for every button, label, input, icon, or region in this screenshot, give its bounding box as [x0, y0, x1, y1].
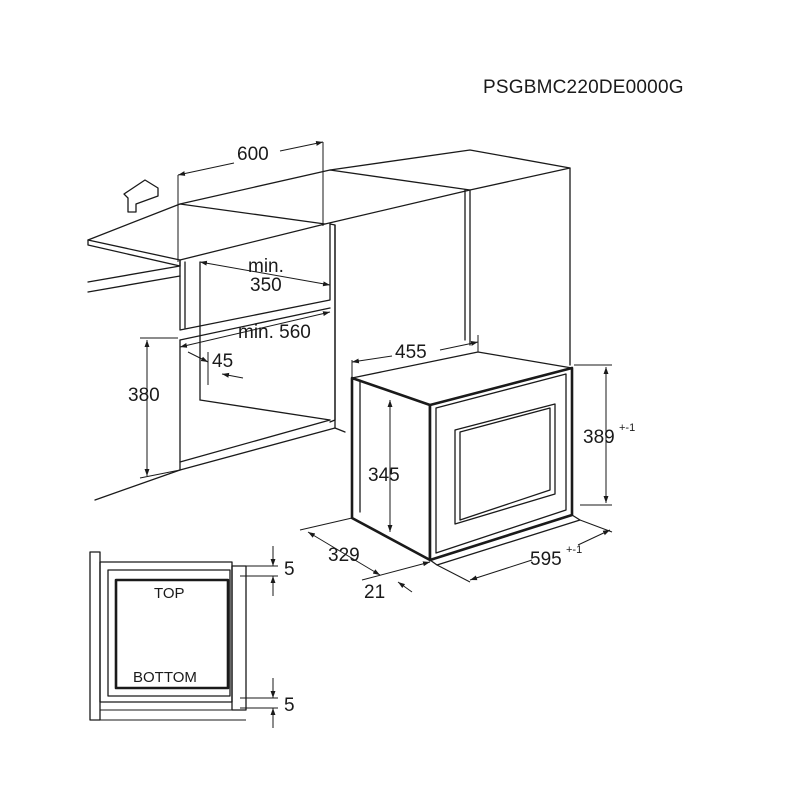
arrow-up-icon: [123, 179, 159, 213]
appliance-height-tolerance: +-1: [619, 422, 635, 434]
appliance-dimensions: [299, 335, 613, 593]
side-view-top-label: TOP: [154, 585, 185, 602]
side-view: [89, 546, 278, 728]
appliance-body: [350, 351, 581, 566]
niche-min-depth-label: 350: [250, 275, 282, 296]
appliance-body-height-label: 345: [368, 465, 400, 486]
niche-width-label: 600: [237, 144, 269, 165]
niche-min-depth2-label: min. 560: [238, 322, 311, 343]
niche-dimensions: [139, 141, 331, 479]
side-view-gap-bottom-label: 5: [284, 695, 295, 716]
appliance-depth-label: 455: [395, 342, 427, 363]
niche-min-label: min.: [248, 256, 284, 277]
model-code: PSGBMC220DE0000G: [483, 77, 684, 98]
appliance-front-thickness-label: 21: [364, 582, 385, 603]
appliance-height-label: 389: [583, 427, 615, 448]
niche-vent-gap-label: 45: [212, 351, 233, 372]
side-view-gap-top-label: 5: [284, 559, 295, 580]
appliance-width-label: 595: [530, 549, 562, 570]
niche-height-label: 380: [128, 385, 160, 406]
appliance-body-depth-label: 329: [328, 545, 360, 566]
side-view-bottom-label: BOTTOM: [133, 669, 197, 686]
appliance-width-tolerance: +-1: [566, 544, 582, 556]
